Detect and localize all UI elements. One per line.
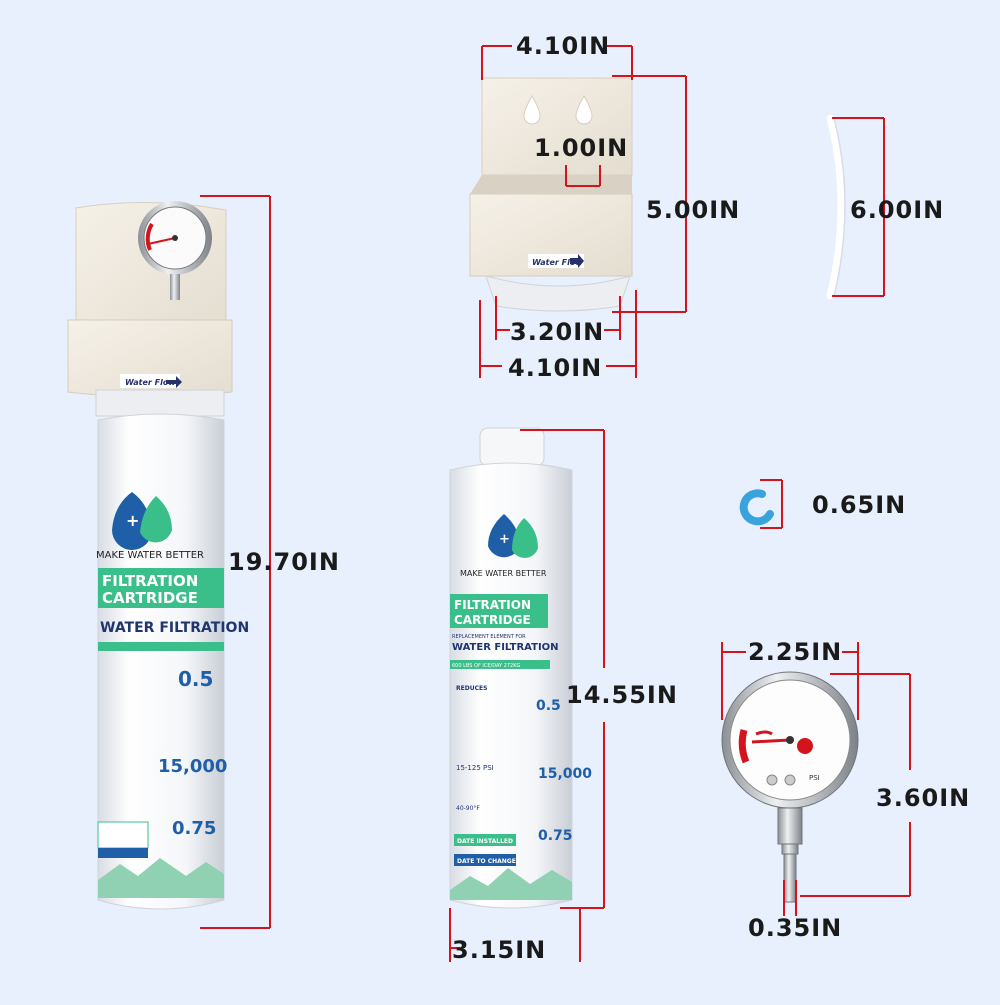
mountain-graphic [450, 868, 572, 900]
arrow-icon [570, 254, 584, 268]
mount-hole-icon [523, 94, 541, 125]
date-box [97, 821, 149, 849]
label-title-1: FILTRATION [454, 598, 531, 612]
label-hole-spacing: 1.00IN [534, 134, 629, 162]
dimension-full-height [200, 195, 271, 929]
mounting-bracket: Water Flow [469, 77, 633, 312]
label-bracket-base-outer: 4.10IN [508, 354, 603, 382]
label-water-filtration: WATER FILTRATION [452, 642, 559, 653]
label-bracket-height: 5.00IN [646, 196, 741, 224]
capacity-value: 15,000 [538, 766, 592, 782]
tube-icon [826, 114, 845, 300]
dimension-clip [760, 479, 783, 529]
label-clip-size: 0.65IN [812, 491, 907, 519]
label-title-1: FILTRATION [102, 572, 198, 590]
label-capacity-line: 600 LBS OF ICE/DAY 272KG [452, 663, 520, 669]
water-flow-sticker [120, 374, 180, 388]
pressure-gauge: PSI [721, 671, 859, 903]
label-bracket-base-inner: 3.20IN [510, 318, 605, 346]
label-replacement: REPLACEMENT ELEMENT FOR [452, 634, 526, 640]
capacity-value: 15,000 [158, 756, 227, 777]
label-water-filtration: WATER FILTRATION [100, 620, 249, 636]
flow-value: 0.75 [172, 818, 216, 839]
label-title-2: CARTRIDGE [454, 613, 531, 627]
svg-text:+: + [499, 532, 510, 547]
flow-value: 0.75 [538, 828, 573, 844]
full-assembly: Water Flow + MAKE WATER BETTER FILTRATIO… [67, 201, 249, 910]
date-change-band [98, 848, 148, 858]
brand-text: MAKE WATER BETTER [96, 550, 204, 561]
green-label-band [450, 594, 548, 628]
dimension-tube [832, 117, 885, 297]
assembly-gauge [138, 201, 212, 300]
date-change-band [454, 854, 516, 866]
pressure-value: 15-125 PSI [456, 764, 494, 772]
label-gauge-height: 3.60IN [876, 784, 971, 812]
date-installed-label: DATE INSTALLED [457, 838, 513, 845]
replacement-cartridge: + MAKE WATER BETTER FILTRATION CARTRIDGE… [449, 427, 592, 909]
drop-logo-icon: + [488, 514, 538, 558]
mountain-graphic [98, 858, 224, 898]
gauge-unit: PSI [809, 774, 820, 782]
label-tube-length: 6.00IN [850, 196, 945, 224]
date-installed-band [454, 834, 516, 846]
capacity-band [450, 660, 550, 669]
locking-clip-icon [739, 489, 774, 526]
label-reduces: REDUCES [456, 685, 487, 692]
capacity-band [98, 642, 224, 651]
green-label-band [98, 568, 224, 608]
dimension-cartridge [449, 429, 605, 962]
label-title-2: CARTRIDGE [102, 589, 198, 607]
arrow-icon [166, 376, 182, 388]
sediment-value: 0.5 [178, 667, 213, 691]
label-bracket-width-top: 4.10IN [516, 32, 611, 60]
svg-text:+: + [126, 511, 139, 530]
label-gauge-diameter: 2.25IN [748, 638, 843, 666]
label-cartridge-height: 14.55IN [566, 681, 678, 709]
drop-logo-icon: + [112, 492, 172, 550]
dimension-bracket-lines [479, 45, 687, 378]
dimension-gauge [721, 642, 911, 916]
brand-text: MAKE WATER BETTER [460, 569, 547, 578]
temp-value: 40-90°F [456, 805, 480, 812]
label-gauge-stem: 0.35IN [748, 914, 843, 942]
water-flow-text: Water Flow [125, 378, 176, 387]
cartridge-neck [479, 427, 545, 467]
label-full-height: 19.70IN [228, 548, 340, 576]
water-flow-text: Water Flow [532, 258, 583, 267]
mount-hole-icon [575, 94, 593, 125]
date-change-label: DATE TO CHANGE [457, 858, 516, 865]
tube-shadow [833, 117, 846, 297]
sediment-value: 0.5 [536, 698, 561, 714]
label-cartridge-diameter: 3.15IN [452, 936, 547, 964]
head-collar [95, 389, 225, 417]
